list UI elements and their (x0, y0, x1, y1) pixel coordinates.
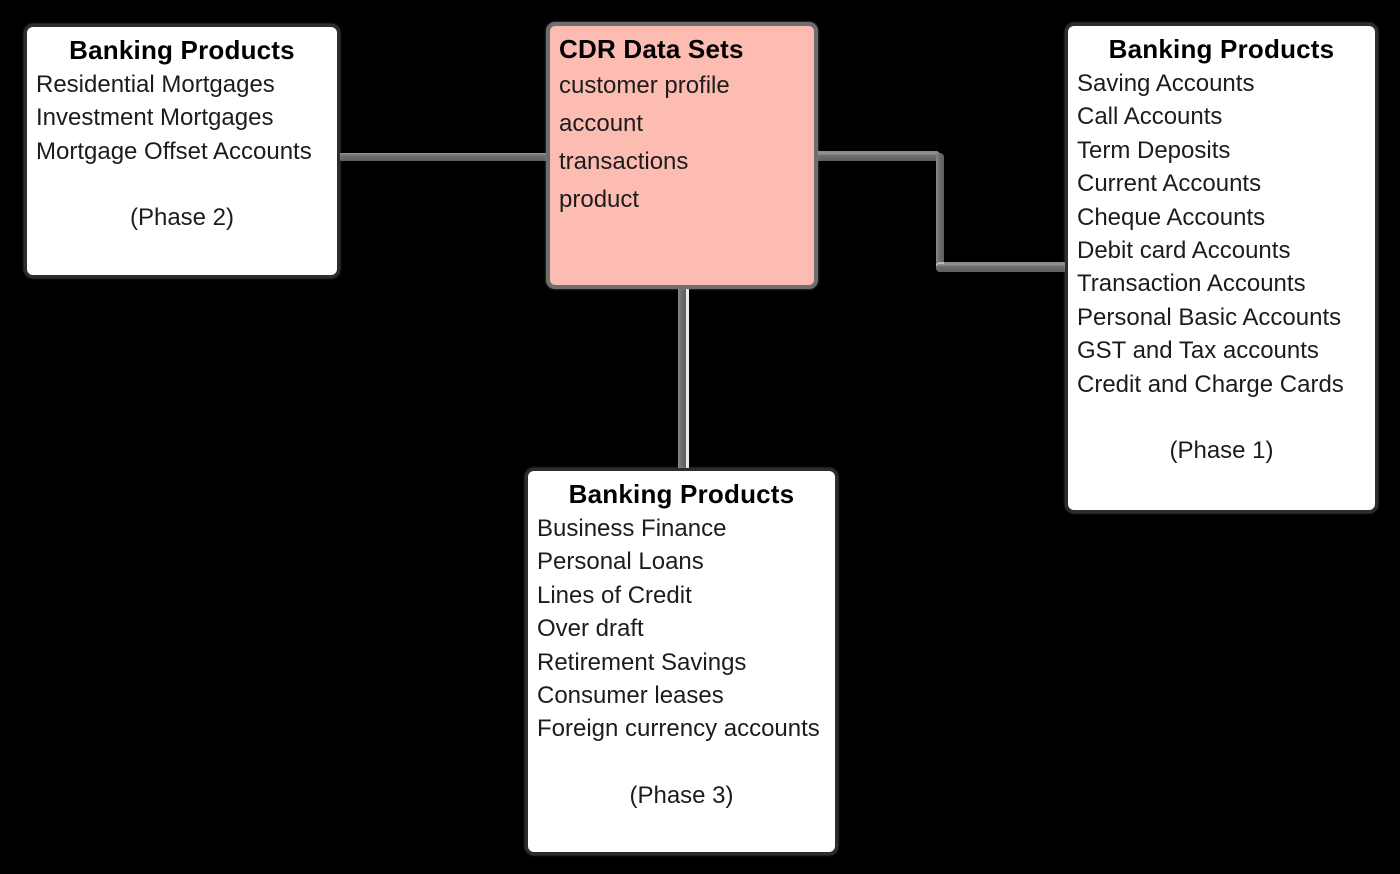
list-item: Cheque Accounts (1077, 203, 1266, 231)
box-title: CDR Data Sets (559, 34, 744, 64)
list-item: Transaction Accounts (1077, 270, 1306, 298)
connector-center-to-right-bottom-segment (936, 264, 1067, 272)
connector-center-to-right-top-segment (813, 153, 940, 161)
list-item: Foreign currency accounts (537, 715, 820, 743)
list-item: Business Finance (537, 515, 727, 542)
box-title: Banking Products (69, 35, 295, 65)
phase-label: (Phase 3) (629, 781, 734, 809)
list-item: Personal Loans (537, 548, 704, 576)
box-item-list: customer profile account transactions produ… (550, 65, 814, 219)
box-title: Banking Products (568, 479, 795, 509)
list-item: Saving Accounts (1077, 70, 1255, 97)
connector-center-to-right-vertical-segment (936, 153, 944, 272)
list-item: Over draft (537, 615, 644, 643)
list-item: Consumer leases (537, 682, 724, 710)
connector-center-to-bottom (678, 286, 686, 472)
list-item: Term Deposits (1077, 136, 1231, 164)
list-item: Personal Basic Accounts (1077, 303, 1342, 331)
box-title: Banking Products (1108, 34, 1335, 64)
list-item: Investment Mortgages (36, 104, 274, 132)
list-item: GST and Tax accounts (1077, 337, 1319, 365)
list-item: Retirement Savings (537, 648, 747, 676)
list-item: Debit card Accounts (1077, 237, 1291, 265)
list-item: account (559, 110, 644, 137)
list-item: transactions (559, 148, 689, 175)
phase-label: (Phase 1) (1169, 437, 1274, 465)
list-item: Residential Mortgages (36, 71, 275, 98)
list-item: customer profile (559, 72, 730, 99)
list-item: Lines of Credit (537, 581, 692, 609)
list-item: Call Accounts (1077, 103, 1223, 131)
cdr-data-sets-box: CDR Data Sets customer profile account tra… (546, 22, 818, 289)
phase-label: (Phase 2) (129, 204, 235, 232)
connector-center-to-left (338, 153, 550, 161)
list-item: product (559, 186, 640, 213)
list-item: Current Accounts (1077, 170, 1262, 198)
list-item: Credit and Charge Cards (1077, 370, 1344, 398)
list-item: Mortgage Offset Accounts (36, 137, 312, 165)
